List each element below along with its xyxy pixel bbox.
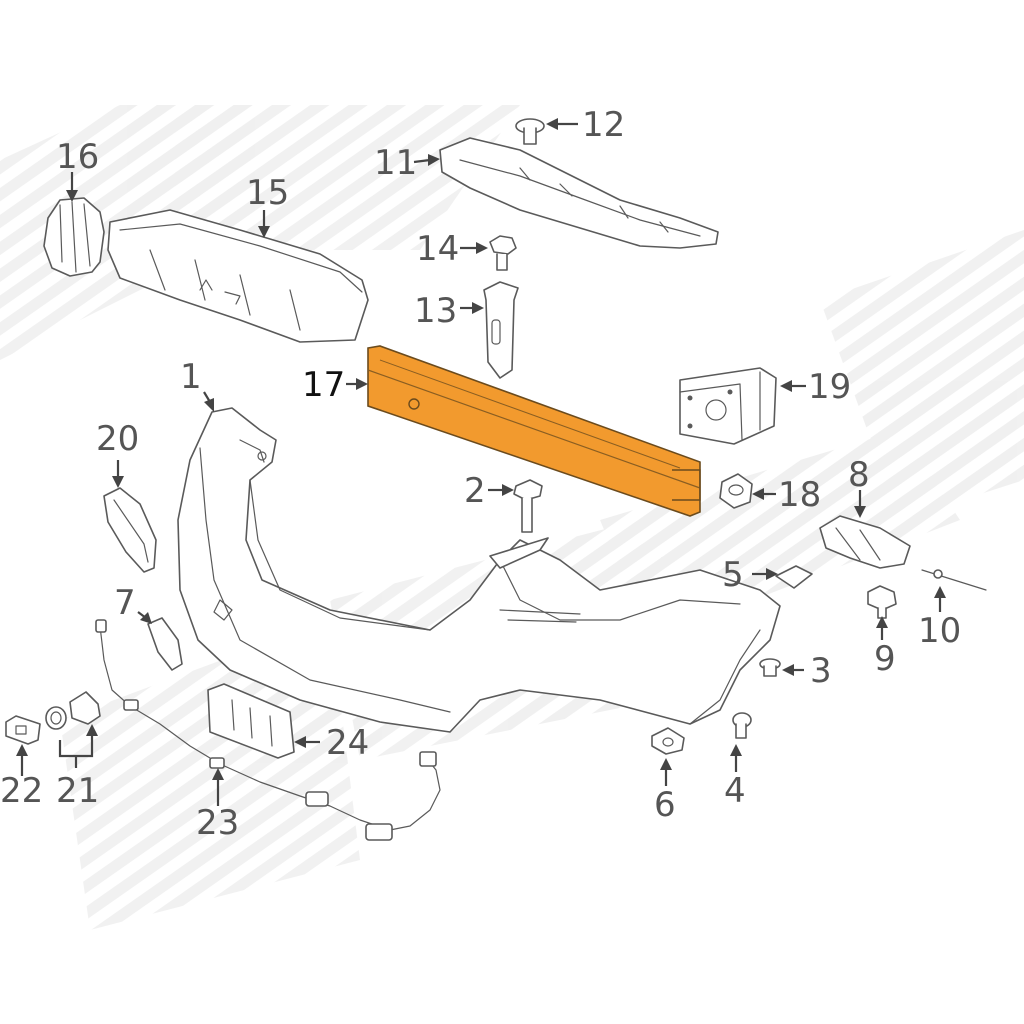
callout-16: 16 <box>56 137 99 177</box>
part-19-crush-box <box>679 367 777 445</box>
part-12-push-pin <box>515 118 545 145</box>
callout-8: 8 <box>848 455 870 495</box>
callout-12: 12 <box>582 105 625 145</box>
part-1-bumper-cover <box>177 407 781 733</box>
callout-11: 11 <box>374 143 417 183</box>
part-4-screw <box>732 712 752 739</box>
part-5-clip <box>775 565 813 589</box>
callout-2: 2 <box>464 471 486 511</box>
callout-17: 17 <box>302 365 345 405</box>
part-14-bolt <box>489 235 517 271</box>
callout-22: 22 <box>0 771 43 811</box>
part-9-bolt <box>867 585 897 619</box>
callout-4: 4 <box>724 771 746 811</box>
callout-13: 13 <box>414 291 457 331</box>
part-6-clip <box>651 727 685 755</box>
callout-19: 19 <box>808 367 851 407</box>
callout-labels: 16 15 11 12 14 13 17 19 18 2 1 20 7 8 5 … <box>0 105 961 843</box>
callout-7: 7 <box>114 583 136 623</box>
callout-6: 6 <box>654 785 676 825</box>
callout-3: 3 <box>810 651 832 691</box>
callout-20: 20 <box>96 419 139 459</box>
part-17-impact-bar <box>367 345 701 517</box>
part-24-license-bracket <box>207 683 295 759</box>
part-21-sensor <box>45 691 101 730</box>
leader-lines <box>16 118 946 806</box>
part-3-screw <box>759 658 781 677</box>
callout-14: 14 <box>416 229 459 269</box>
callout-10: 10 <box>918 611 961 651</box>
callout-5: 5 <box>722 555 744 595</box>
callout-23: 23 <box>196 803 239 843</box>
part-13-bracket <box>483 281 519 379</box>
part-7-tow-cover <box>147 617 183 671</box>
part-10-pin <box>921 569 987 591</box>
part-15-energy-absorber <box>107 209 369 343</box>
callout-15: 15 <box>246 173 289 213</box>
part-8-bracket <box>819 515 911 569</box>
part-11-upper-cover <box>439 137 719 249</box>
callout-18: 18 <box>778 475 821 515</box>
callout-9: 9 <box>874 639 896 679</box>
part-20-side-reflector <box>103 487 157 573</box>
callout-1: 1 <box>180 357 202 397</box>
part-2-bolt <box>513 479 543 533</box>
part-22-sensor-bezel <box>5 715 41 745</box>
part-18-nut <box>719 473 753 509</box>
callout-21: 21 <box>56 771 99 811</box>
part-23-wiring-harness <box>95 619 441 841</box>
callout-24: 24 <box>326 723 369 763</box>
part-16-support-bracket <box>43 197 105 277</box>
